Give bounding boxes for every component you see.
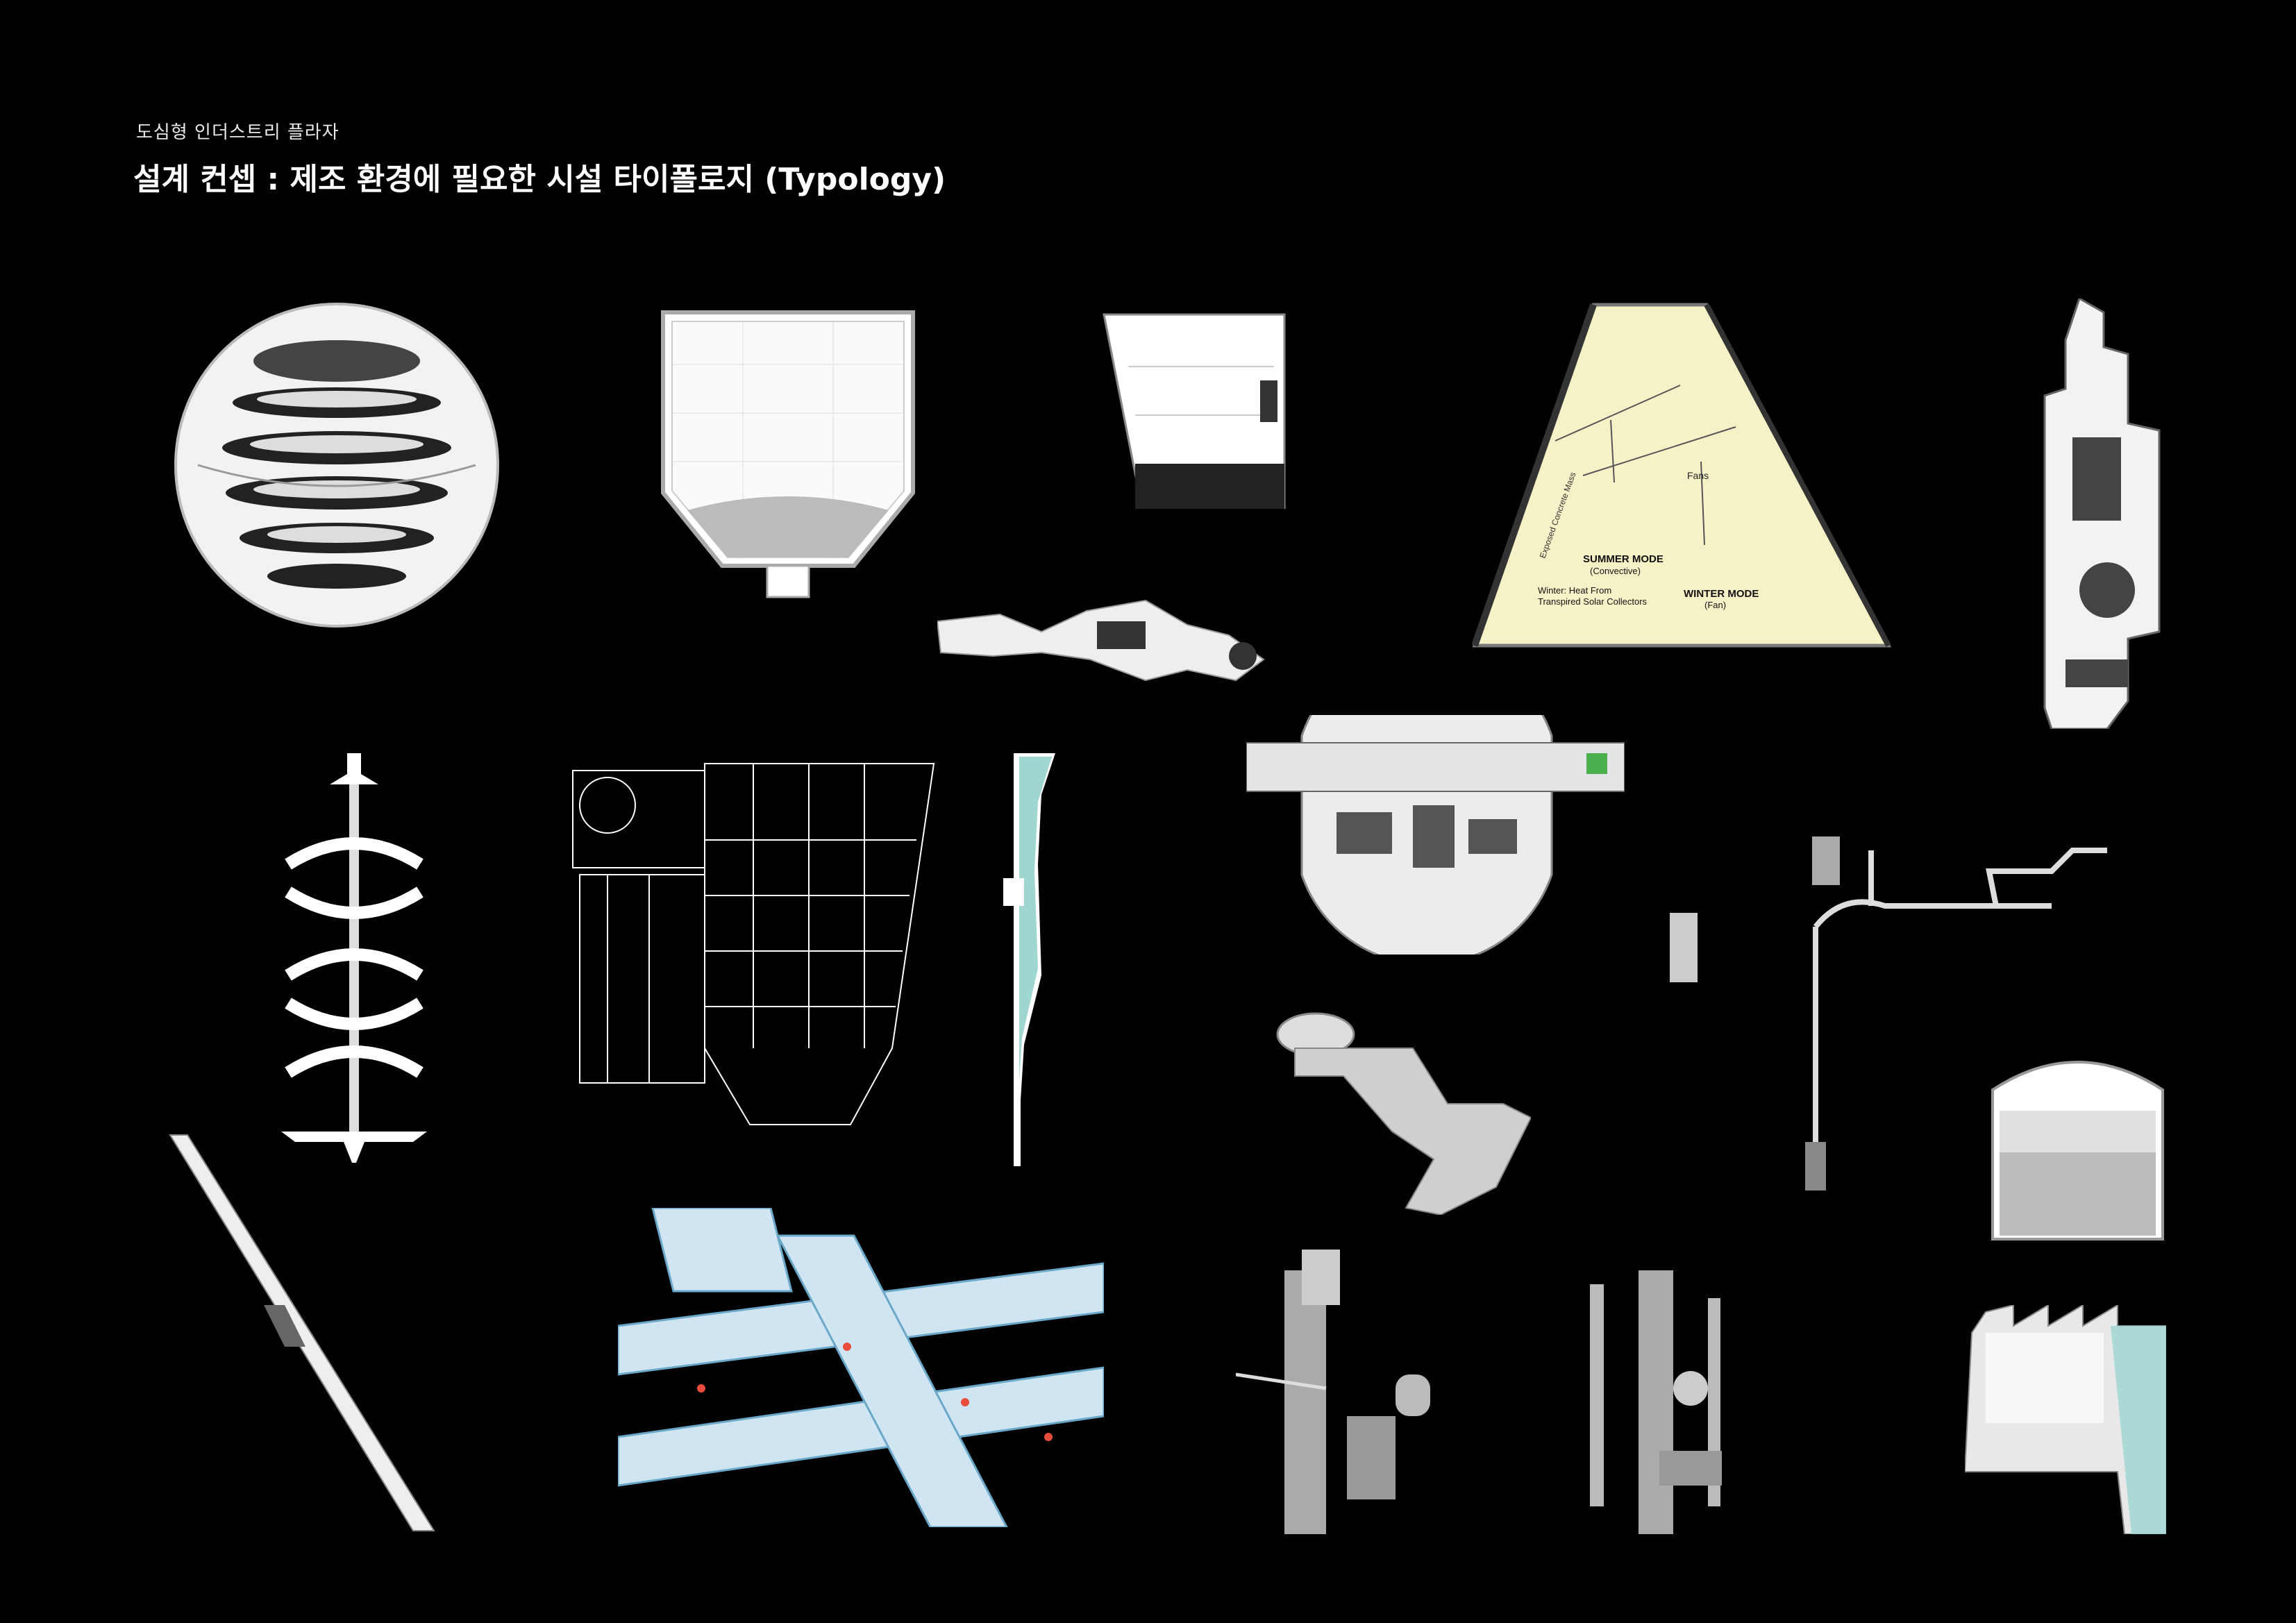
diagonal-rail-drawing [167,1132,437,1534]
page-subtitle: 도심형 인더스트리 플라자 [136,122,340,143]
transpired-label: Transpired Solar Collectors [1538,596,1648,607]
stair-ramp-drawing [1267,1007,1531,1215]
winter-mode-sub: (Fan) [1704,600,1726,610]
machine-tower-drawing-a [1236,1250,1451,1534]
tall-machine-section-drawing [2038,298,2177,729]
sawtooth-interior-drawing [1965,1305,2166,1534]
spiral-tower-drawing [274,753,434,1163]
industrial-section-linework [566,757,937,1128]
circular-plan-section-drawing [1246,715,1625,955]
pipeline-system-drawing [1663,823,2107,1191]
silo-hopper-drawing [660,309,916,600]
winter-mode-label: WINTER MODE [1684,588,1759,600]
vault-section-drawing [1989,1048,2166,1243]
machine-tower-drawing-b [1569,1270,1763,1534]
solar-ventilation-section-drawing: Fans SUMMER MODE (Convective) Winter: He… [1472,302,1892,653]
page-title: 설계 컨셉 : 제조 환경에 필요한 시설 타이폴로지 (Typology) [133,162,946,197]
sloped-wall-section-drawing [1100,311,1288,509]
summer-mode-label: SUMMER MODE [1583,553,1664,565]
winter-heat-label: Winter: Heat From [1538,585,1611,596]
metro-isometric-drawing [618,1208,1104,1527]
fans-label: Fans [1687,470,1709,481]
sphere-section-drawing [170,298,503,632]
summer-mode-sub: (Convective) [1590,566,1641,576]
water-channel-section-drawing [1000,753,1069,1166]
cave-plan-drawing [937,583,1271,687]
